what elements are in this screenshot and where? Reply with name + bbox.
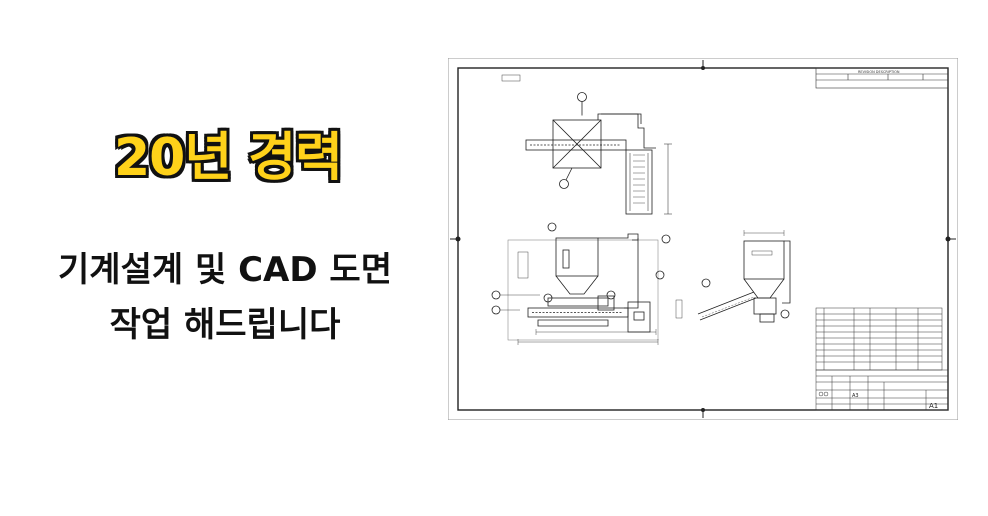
sheet-size: A3 (852, 393, 859, 399)
subtitle-line-2: 작업 해드립니다 (109, 305, 341, 345)
sheet-code: A1 (929, 402, 938, 410)
parts-list (815, 307, 943, 371)
headline: 20년 경력 (114, 128, 343, 188)
top-view (525, 92, 672, 215)
subtitle-line-1: 기계설계 및 CAD 도면 (58, 250, 392, 290)
revision-title: REVISION DESCRIPTION (858, 70, 900, 74)
revision-table (815, 67, 949, 89)
front-view (491, 222, 683, 345)
cad-drawing: REVISION DESCRIPTION (448, 58, 958, 420)
side-view (697, 230, 791, 323)
title-block (815, 369, 949, 411)
